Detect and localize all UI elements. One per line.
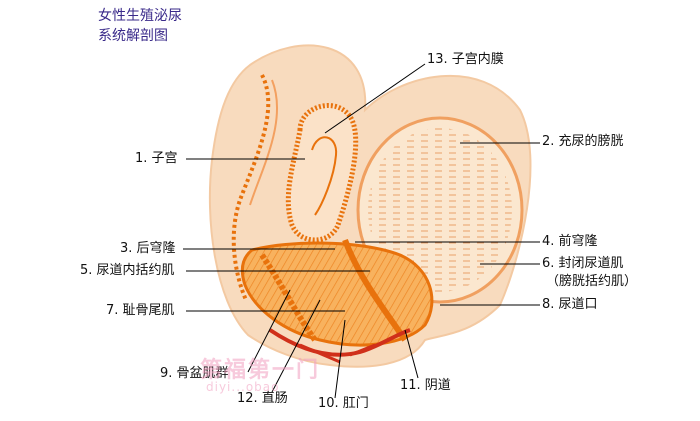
title-line-2: 系统解剖图 — [98, 28, 168, 44]
label-uterus: 1. 子宫 — [135, 151, 178, 166]
label-rectum: 12. 直肠 — [237, 391, 288, 406]
watermark-line-2: diyi...obao — [206, 380, 280, 394]
vagina-canal — [342, 238, 408, 342]
watermark-line-1: 第福第一门 — [200, 358, 321, 383]
leader-anus — [334, 319, 346, 399]
rectum-canal — [259, 253, 318, 342]
label-anus: 10. 肛门 — [318, 396, 369, 411]
figure-title: 女性生殖泌尿 系统解剖图 — [98, 6, 182, 46]
uterus — [285, 103, 359, 243]
label-endometrium: 13. 子宫内膜 — [427, 52, 504, 67]
posterior-wall-inner — [249, 79, 278, 206]
label-closing-urethral-muscle-note: （膀胱括约肌） — [546, 274, 638, 289]
title-line-1: 女性生殖泌尿 — [98, 8, 182, 24]
leader-vagina — [404, 329, 419, 379]
label-vagina: 11. 阴道 — [400, 378, 451, 393]
deep-vessels-2 — [299, 343, 376, 364]
label-full-bladder: 2. 充尿的膀胱 — [542, 134, 624, 149]
leader-rectum — [271, 299, 321, 393]
muscle-fibers — [242, 243, 432, 345]
label-pelvic-muscles: 9. 骨盆肌群 — [160, 366, 229, 381]
label-posterior-fornix: 3. 后穹隆 — [120, 241, 176, 256]
watermark: 第福第一门 diyi...obao — [200, 352, 320, 394]
label-closing-urethral-muscle: 6. 封闭尿道肌 — [542, 256, 624, 271]
uterus-cavity — [311, 136, 338, 216]
leader-lines — [183, 63, 540, 399]
leader-endometrium — [324, 63, 426, 134]
label-anterior-fornix: 4. 前穹隆 — [542, 234, 598, 249]
leader-pelvic-muscles — [247, 289, 291, 373]
label-internal-urethral-sphincter: 5. 尿道内括约肌 — [80, 263, 175, 278]
label-pubococcygeus: 7. 耻骨尾肌 — [106, 303, 175, 318]
label-urethral-opening: 8. 尿道口 — [542, 297, 598, 312]
bladder-lining — [368, 128, 512, 292]
